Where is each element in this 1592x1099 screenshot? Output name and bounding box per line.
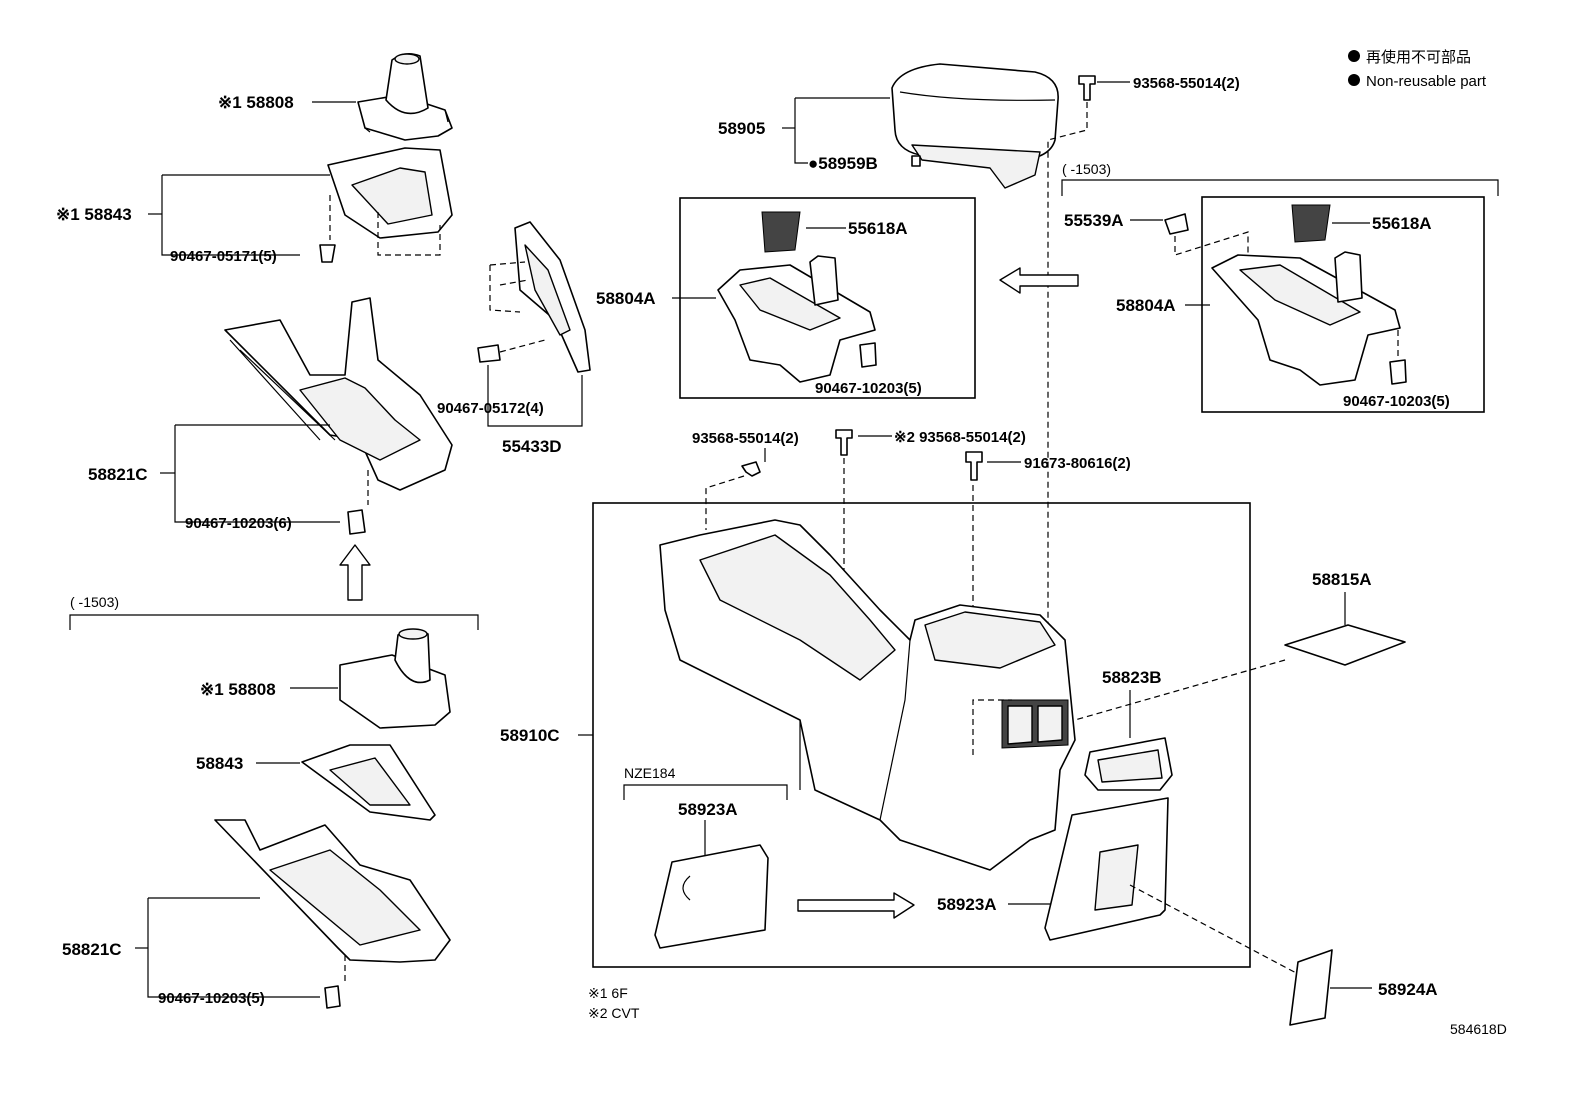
- part-55433d-side-panel: [514, 221, 591, 373]
- label-58821c-bottom: 58821C: [62, 940, 122, 959]
- part-58804a-cup-holder-right: [1211, 204, 1401, 386]
- label-58910c: 58910C: [500, 726, 560, 745]
- label-58905: 58905: [718, 119, 765, 138]
- screw-93568-top-icon: [1078, 75, 1096, 101]
- label-58815a: 58815A: [1312, 570, 1372, 589]
- label-55618a-right: 55618A: [1372, 214, 1432, 233]
- label-58843-bottom: 58843: [196, 754, 243, 773]
- legend-text-en: Non-reusable part: [1366, 73, 1487, 90]
- label-58804a-left: 58804A: [596, 289, 656, 308]
- part-58808-shift-boot-top: [357, 52, 453, 141]
- label-58808-top: ※1 58808: [218, 93, 294, 112]
- screw-93568-mid-icon: [741, 461, 761, 477]
- part-58923a-panel-right: [1044, 797, 1169, 941]
- part-58821c-console-bottom: [214, 819, 451, 963]
- part-58821c-console-top: [224, 297, 453, 491]
- label-58923a-right: 58923A: [937, 895, 997, 914]
- label-90467-05171: 90467-05171(5): [170, 248, 277, 265]
- label-90467-10203-6: 90467-10203(6): [185, 515, 292, 532]
- label-58959b: ●58959B: [808, 154, 878, 173]
- part-58808-shift-boot-bottom: [339, 628, 451, 729]
- note-cvt: ※2 CVT: [588, 1005, 640, 1021]
- part-58843-bezel-top: [327, 147, 453, 239]
- label-58923a-left: 58923A: [678, 800, 738, 819]
- legend-text-jp: 再使用不可部品: [1366, 49, 1471, 66]
- label-55618a-left: 55618A: [848, 219, 908, 238]
- legend-dot-en: [1348, 74, 1360, 86]
- legend: 再使用不可部品 Non-reusable part: [1348, 49, 1487, 90]
- label-93568-top: 93568-55014(2): [1133, 75, 1240, 92]
- label-58821c-top: 58821C: [88, 465, 148, 484]
- bolt-91673-icon: [965, 451, 983, 481]
- part-58905-armrest: [891, 63, 1059, 189]
- part-58910c-console-body: [659, 519, 1076, 871]
- legend-dot-jp: [1348, 50, 1360, 62]
- label-58843-top: ※1 58843: [56, 205, 132, 224]
- label-90467-10203-5b: 90467-10203(5): [815, 380, 922, 397]
- screw-93568-cvt-icon: [835, 429, 853, 456]
- part-58923a-panel-left: [654, 844, 769, 949]
- label-58804a-right: 58804A: [1116, 296, 1176, 315]
- range-left: ( -1503): [70, 594, 119, 610]
- label-58823b: 58823B: [1102, 668, 1162, 687]
- range-variant: NZE184: [624, 765, 676, 781]
- label-91673: 91673-80616(2): [1024, 455, 1131, 472]
- label-58924a: 58924A: [1378, 980, 1438, 999]
- part-58924a-cover: [1289, 949, 1333, 1026]
- part-58843-bezel-bottom: [301, 744, 436, 821]
- label-55433d: 55433D: [502, 437, 562, 456]
- part-58823b-tray: [1084, 737, 1173, 791]
- part-58804a-cup-holder-left: [717, 211, 876, 383]
- left-arrow-icon: [999, 267, 1079, 294]
- label-55539a: 55539A: [1064, 211, 1124, 230]
- label-90467-10203-5a: 90467-10203(5): [158, 990, 265, 1007]
- label-58808-bottom: ※1 58808: [200, 680, 276, 699]
- note-6f: ※1 6F: [588, 985, 628, 1001]
- range-right: ( -1503): [1062, 161, 1111, 177]
- part-58815a-mat: [1284, 624, 1406, 666]
- up-arrow-icon: [339, 544, 371, 601]
- label-93568-cvt: ※2 93568-55014(2): [894, 429, 1026, 446]
- diagram-id: 584618D: [1450, 1021, 1507, 1037]
- label-90467-10203-5c: 90467-10203(5): [1343, 393, 1450, 410]
- label-93568-mid: 93568-55014(2): [692, 430, 799, 447]
- right-arrow-icon: [797, 892, 915, 919]
- label-90467-05172: 90467-05172(4): [437, 400, 544, 417]
